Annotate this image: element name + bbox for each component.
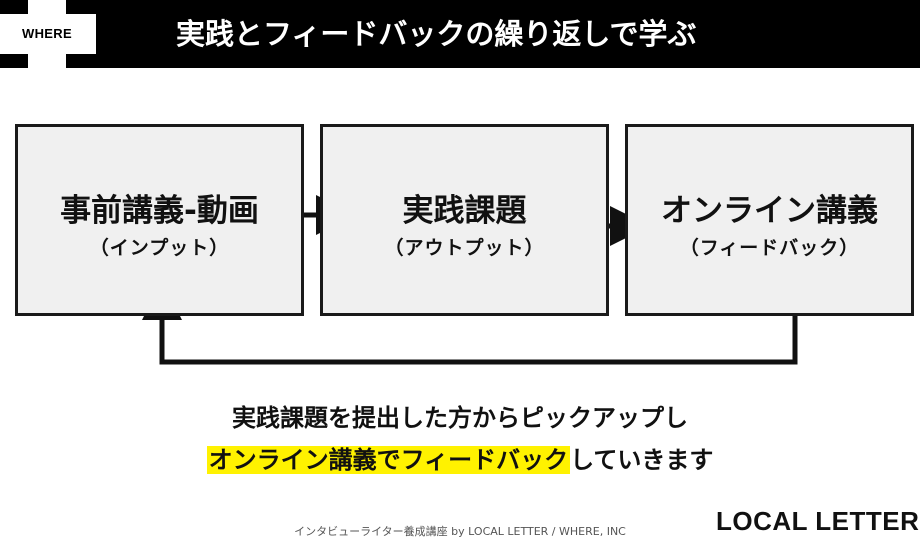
- box-pre-lecture-video: 事前講義-動画 （インプット）: [15, 124, 304, 316]
- footer-credit: インタビューライター養成講座 by LOCAL LETTER / WHERE, …: [294, 525, 626, 538]
- caption-rest: していきます: [570, 446, 714, 474]
- box-subtitle: （アウトプット）: [384, 237, 545, 259]
- caption-line-1: 実践課題を提出した方からピックアップし: [232, 404, 688, 432]
- box-title: オンライン講義: [661, 193, 878, 229]
- box-title: 事前講義-動画: [60, 193, 259, 229]
- box-title: 実践課題: [402, 193, 527, 229]
- where-logo: WHERE: [0, 0, 96, 68]
- box-subtitle: （フィードバック）: [679, 237, 860, 259]
- arrow-feedback-loop: [142, 280, 798, 365]
- box-online-lecture: オンライン講義 （フィードバック）: [625, 124, 914, 316]
- logo-text: WHERE: [22, 26, 72, 41]
- box-practice-assignment: 実践課題 （アウトプット）: [320, 124, 609, 316]
- caption-highlight: オンライン講義でフィードバック: [206, 446, 571, 474]
- header-bar: WHERE 実践とフィードバックの繰り返しで学ぶ: [0, 0, 920, 68]
- local-letter-logo: LOCAL LETTER: [716, 506, 920, 536]
- box-subtitle: （インプット）: [89, 237, 230, 259]
- caption-line-2: オンライン講義でフィードバックしていきます: [0, 440, 920, 475]
- page-title: 実践とフィードバックの繰り返しで学ぶ: [176, 17, 697, 51]
